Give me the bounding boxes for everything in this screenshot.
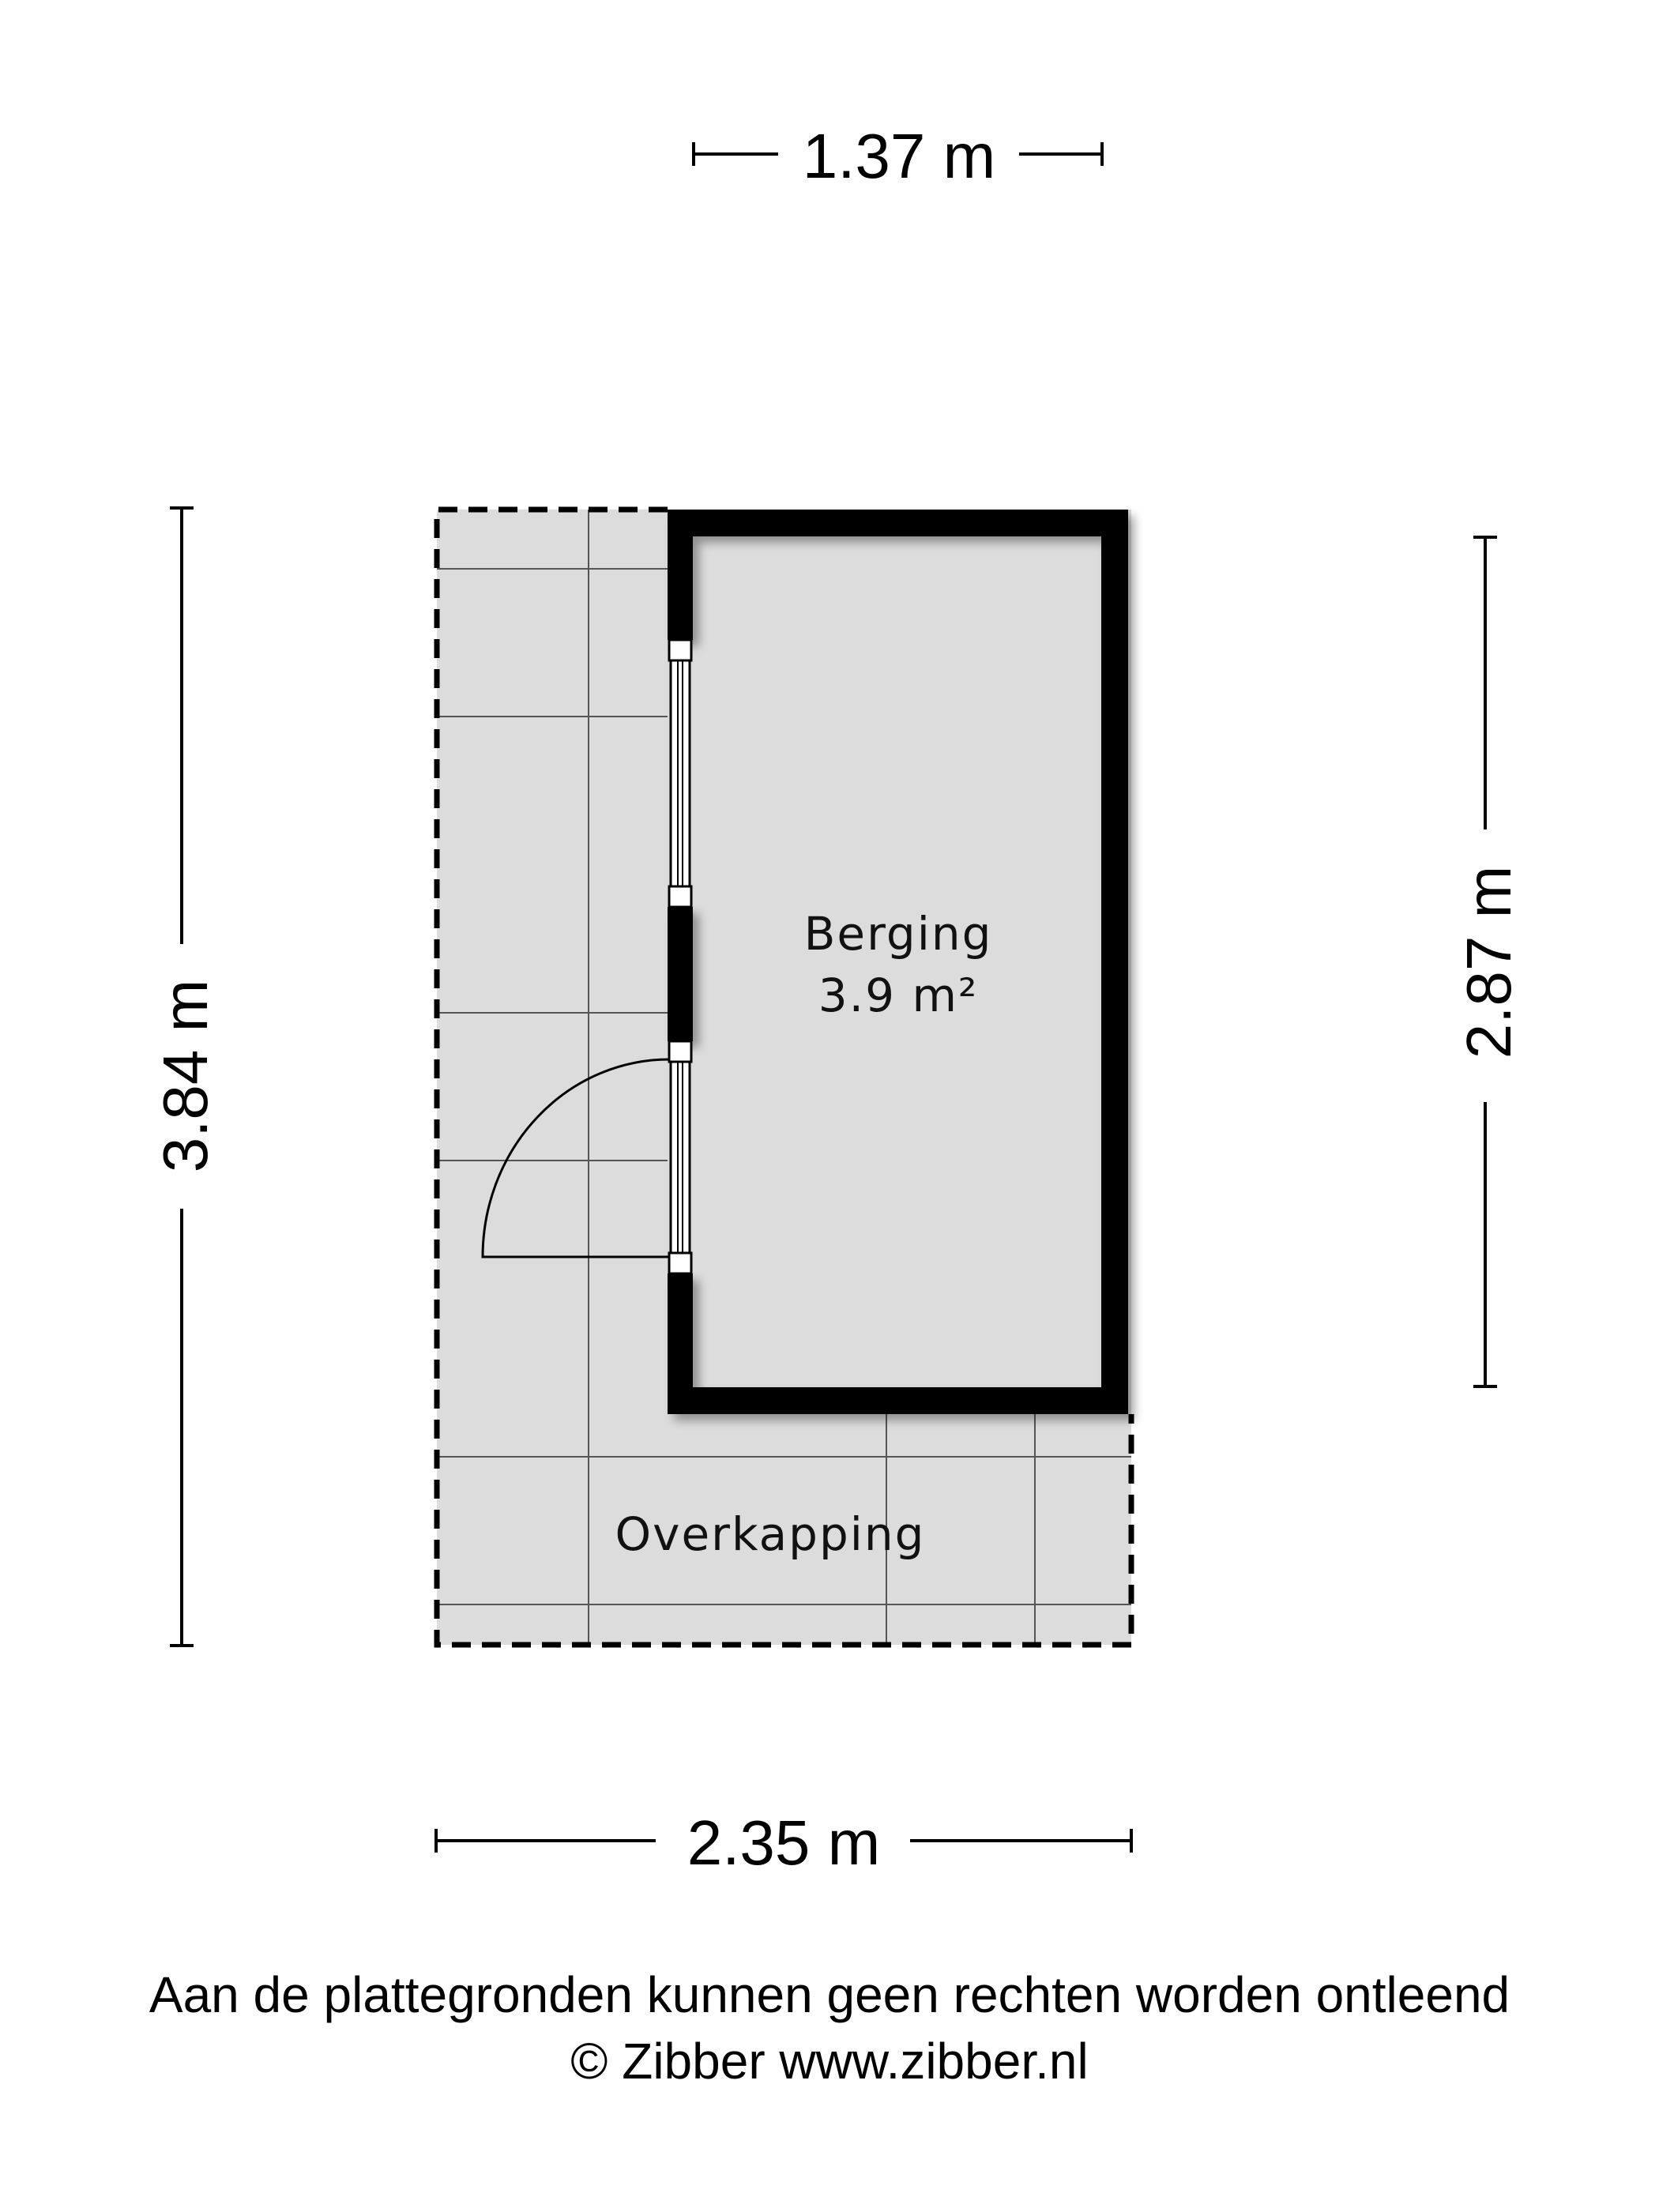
window <box>668 638 693 908</box>
walls <box>668 510 1128 1414</box>
overkapping-outline <box>434 506 1134 1648</box>
door <box>481 1040 693 1275</box>
dimension-right <box>1473 536 1497 1388</box>
footer-copyright: © Zibber www.zibber.nl <box>570 2033 1089 2090</box>
dimension-left <box>170 506 194 1647</box>
door-swing-arc <box>481 1058 670 1258</box>
dimension-top <box>692 142 1104 166</box>
room-area-berging: 3.9 m² <box>818 969 978 1022</box>
berging-floor <box>692 535 1103 1388</box>
room-name-overkapping: Overkapping <box>615 1507 926 1561</box>
dimension-bottom-label: 2.35 m <box>687 1808 881 1878</box>
dimension-top-label: 1.37 m <box>803 121 996 191</box>
dimension-bottom <box>434 1829 1133 1853</box>
footer-disclaimer: Aan de plattegronden kunnen geen rechten… <box>149 1966 1510 2023</box>
dimension-left-label: 3.84 m <box>150 980 220 1173</box>
room-name-berging: Berging <box>804 907 993 961</box>
tile-grid <box>437 510 1131 1645</box>
dimension-right-label: 2.87 m <box>1454 866 1524 1059</box>
